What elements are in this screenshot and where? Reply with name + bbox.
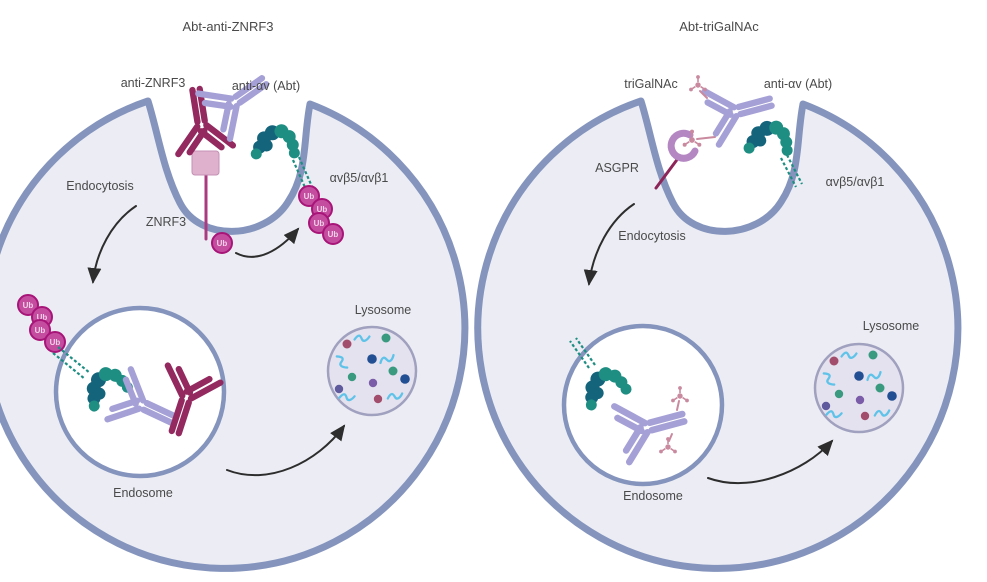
label-endocytosis: Endocytosis <box>66 179 133 193</box>
label-trigalnac: triGalNAc <box>624 77 677 91</box>
panel-title: Abt-anti-ZNRF3 <box>182 19 273 34</box>
integrin-icon <box>742 116 797 160</box>
ubiquitination-arrow <box>235 227 300 258</box>
label-endocytosis: Endocytosis <box>618 229 685 243</box>
endosome-ubiquitin-chain: Ub Ub Ub Ub <box>17 294 66 353</box>
ubiquitin-chain: Ub Ub Ub Ub <box>298 185 344 245</box>
integrin-icon <box>250 122 302 162</box>
svg-text:Ub: Ub <box>304 192 315 201</box>
asgpr-stalk <box>654 155 681 190</box>
svg-text:Ub: Ub <box>23 301 34 310</box>
endocytosis-arrow <box>87 205 137 284</box>
integrin-stalk <box>780 154 803 188</box>
free-ubiquitin: Ub <box>211 232 233 254</box>
panel-title: Abt-triGalNAc <box>679 19 759 34</box>
label-anti-znrf3: anti-ZNRF3 <box>121 76 186 90</box>
znrf3-receptor <box>191 150 220 176</box>
integrin-stalk <box>52 346 91 380</box>
svg-text:Ub: Ub <box>37 313 48 322</box>
integrin-stalk <box>291 156 315 193</box>
label-asgpr: ASGPR <box>595 161 639 175</box>
endosome <box>561 323 725 487</box>
svg-text:Ub: Ub <box>50 338 61 347</box>
panel-abt-trigalnac: Abt-triGalNAc triGalNAc anti-αv (Abt) AS… <box>474 19 962 572</box>
svg-text:Ub: Ub <box>317 205 328 214</box>
label-integrin: αvβ5/αvβ1 <box>330 171 389 185</box>
lysosome <box>815 344 903 432</box>
label-lysosome: Lysosome <box>355 303 412 317</box>
cell-membrane <box>474 97 962 572</box>
endocytosis-arrow <box>583 203 635 286</box>
endosome-to-lysosome-arrow <box>226 424 346 477</box>
panel-abt-anti-znrf3: Ub Ub Ub Ub Ub Ub Ub Ub Ub Abt-anti-ZNRF… <box>0 19 469 572</box>
label-lysosome: Lysosome <box>863 319 920 333</box>
lysosome <box>328 327 416 415</box>
label-anti-av-abt: anti-αv (Abt) <box>764 77 832 91</box>
endosome-to-lysosome-arrow <box>707 439 834 485</box>
galnac-stalk <box>676 400 680 411</box>
label-integrin: αvβ5/αvβ1 <box>826 175 885 189</box>
galnac-stalk <box>696 136 716 140</box>
svg-text:Ub: Ub <box>328 230 339 239</box>
svg-text:Ub: Ub <box>35 326 46 335</box>
integrin-stalk <box>569 337 596 369</box>
label-anti-av-abt: anti-αv (Abt) <box>232 79 300 93</box>
svg-text:Ub: Ub <box>314 219 325 228</box>
label-znrf3: ZNRF3 <box>146 215 186 229</box>
asgpr-receptor <box>667 129 699 162</box>
galnac-stalk <box>699 90 708 99</box>
label-endosome: Endosome <box>623 489 683 503</box>
svg-text:Ub: Ub <box>217 239 228 248</box>
label-endosome: Endosome <box>113 486 173 500</box>
trigalnac-icon <box>688 74 708 93</box>
